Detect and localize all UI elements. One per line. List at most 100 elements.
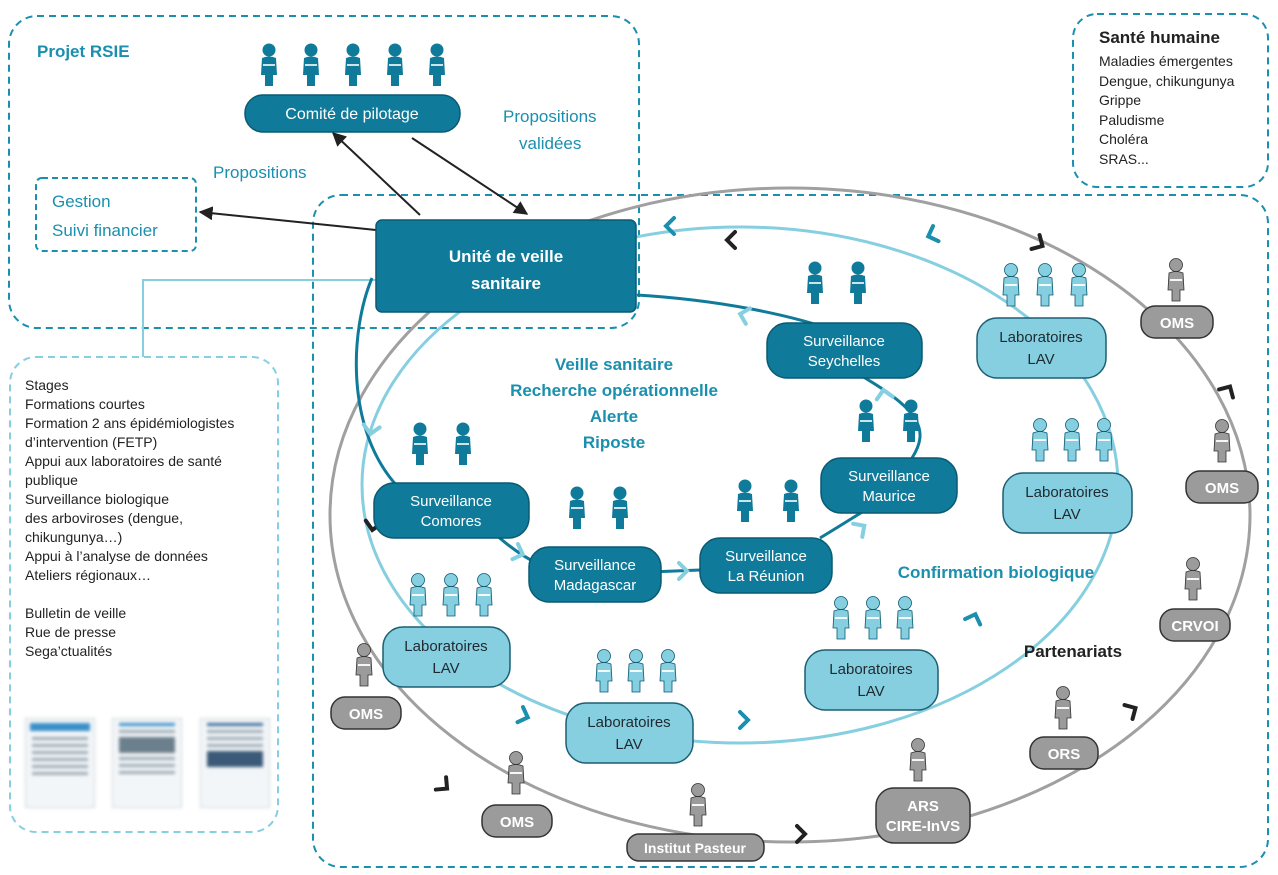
partner-oms-right	[1185, 470, 1259, 504]
health-item: Choléra	[1099, 131, 1149, 147]
bio-confirmation-label: Confirmation biologique	[898, 563, 1094, 582]
partner-institut-pasteur-label: Institut Pasteur	[644, 840, 746, 856]
network-panel	[312, 194, 1269, 868]
partner-ring	[328, 186, 1252, 844]
training-list: Stages Formations courtes Formation 2 an…	[25, 376, 275, 661]
lab-box-5	[804, 649, 939, 711]
health-item: Paludisme	[1099, 111, 1165, 128]
health-item: SRAS...	[1099, 150, 1149, 167]
training-item: Ateliers régionaux…	[25, 567, 152, 583]
lab-5-line2: LAV	[857, 683, 884, 700]
lab-5-line1: Laboratoires	[829, 661, 912, 678]
surveillance-madagascar-box	[528, 546, 662, 603]
lab-1-line1: Laboratoires	[999, 329, 1082, 346]
surveillance-seychelles-line2: Seychelles	[808, 353, 881, 370]
arrow-unit-to-management	[198, 206, 377, 231]
partner-crvoi	[1159, 608, 1231, 642]
partner-oms-left-label: OMS	[349, 706, 383, 723]
lab-box-2	[1002, 472, 1133, 534]
surveillance-comores-box	[373, 482, 530, 539]
lab-2-line1: Laboratoires	[1025, 484, 1108, 501]
lab-3-line1: Laboratoires	[404, 638, 487, 655]
training-item: Formations courtes	[25, 396, 145, 412]
training-item: Appui à l’analyse de données	[25, 548, 208, 564]
validated-line2: validées	[519, 134, 581, 153]
lab-2-line2: LAV	[1053, 506, 1080, 523]
health-title: Santé humaine	[1099, 28, 1220, 47]
partner-ors-label: ORS	[1048, 746, 1081, 763]
partner-oms-top	[1140, 305, 1214, 339]
partner-oms-top-label: OMS	[1160, 315, 1194, 332]
management-line2: Suivi financier	[52, 221, 158, 240]
health-panel	[1072, 13, 1269, 188]
lab-4-line2: LAV	[615, 736, 642, 753]
surveillance-comores-line1: Surveillance	[410, 493, 492, 510]
surveillance-seychelles-box	[766, 322, 923, 379]
lab-1-line2: LAV	[1027, 351, 1054, 368]
monitoring-unit-box	[375, 219, 637, 313]
surveillance-comores-line2: Comores	[421, 513, 482, 530]
project-title: Projet RSIE	[37, 42, 130, 61]
center-text-2: Alerte	[590, 407, 638, 426]
lab-box-4	[565, 702, 694, 764]
validated-line1: Propositions	[503, 107, 597, 126]
press-review-thumbnail	[112, 718, 182, 808]
partner-ors	[1029, 736, 1099, 770]
partner-oms-left	[330, 696, 402, 730]
training-item: Appui aux laboratoires de santé	[25, 453, 222, 469]
partner-oms-right-label: OMS	[1205, 480, 1239, 497]
center-text-1: Recherche opérationnelle	[510, 381, 718, 400]
training-item: chikungunya…)	[25, 529, 123, 545]
publication-item: Rue de presse	[25, 624, 117, 640]
monitoring-unit-line1: Unité de veille	[449, 247, 563, 266]
publication-item: Sega’ctualités	[25, 643, 113, 659]
management-line1: Gestion	[52, 192, 111, 211]
lab-box-3	[382, 626, 511, 688]
partner-ars-line1: ARS	[907, 798, 939, 815]
surveillance-seychelles-line1: Surveillance	[803, 333, 885, 350]
bulletin-thumbnail	[25, 718, 95, 808]
lab-3-line2: LAV	[432, 660, 459, 677]
surveillance-reunion-box	[699, 537, 833, 594]
monitoring-unit-line2: sanitaire	[471, 274, 541, 293]
training-item: publique	[25, 472, 78, 488]
health-block: Santé humaine Maladies émergentes Dengue…	[1099, 28, 1269, 169]
training-item: des arboviroses (dengue,	[25, 510, 183, 526]
center-text-3: Riposte	[583, 433, 645, 452]
partner-institut-pasteur	[626, 833, 765, 862]
project-panel	[8, 15, 640, 329]
partner-crvoi-label: CRVOI	[1171, 618, 1218, 635]
lab-box-1	[976, 317, 1107, 379]
sega-thumbnail	[200, 718, 270, 808]
steering-people	[260, 42, 446, 87]
steering-committee-box	[244, 94, 461, 133]
training-item: Stages	[25, 377, 69, 393]
center-text-0: Veille sanitaire	[555, 355, 673, 374]
training-gap	[25, 585, 275, 604]
arrow-steering-to-unit	[411, 137, 529, 215]
arrow-unit-to-steering	[331, 132, 421, 216]
training-item: d’intervention (FETP)	[25, 434, 158, 450]
surveillance-reunion-line2: La Réunion	[728, 568, 805, 585]
health-item: Grippe	[1099, 92, 1142, 108]
surveillance-maurice-line2: Maurice	[862, 488, 915, 505]
lab-4-line1: Laboratoires	[587, 714, 670, 731]
training-item: Formation 2 ans épidémiologistes	[25, 415, 235, 431]
training-connector	[142, 279, 376, 357]
management-box	[35, 177, 197, 252]
training-item: Surveillance biologique	[25, 491, 169, 507]
surveillance-madagascar-line2: Madagascar	[554, 577, 637, 594]
partner-oms-bottom-label: OMS	[500, 814, 534, 831]
health-item: Maladies émergentes	[1099, 53, 1233, 69]
surveillance-maurice-line1: Surveillance	[848, 468, 930, 485]
partner-ars-line2: CIRE-InVS	[886, 818, 960, 835]
publication-item: Bulletin de veille	[25, 605, 127, 621]
partnerships-label: Partenariats	[1024, 642, 1122, 661]
partner-ars	[875, 787, 971, 844]
proposals-label: Propositions	[213, 163, 307, 182]
health-item: Dengue, chikungunya	[1099, 72, 1235, 89]
surveillance-maurice-box	[820, 457, 958, 514]
ring-chevrons	[361, 216, 1235, 844]
steering-committee-label: Comité de pilotage	[285, 106, 419, 123]
